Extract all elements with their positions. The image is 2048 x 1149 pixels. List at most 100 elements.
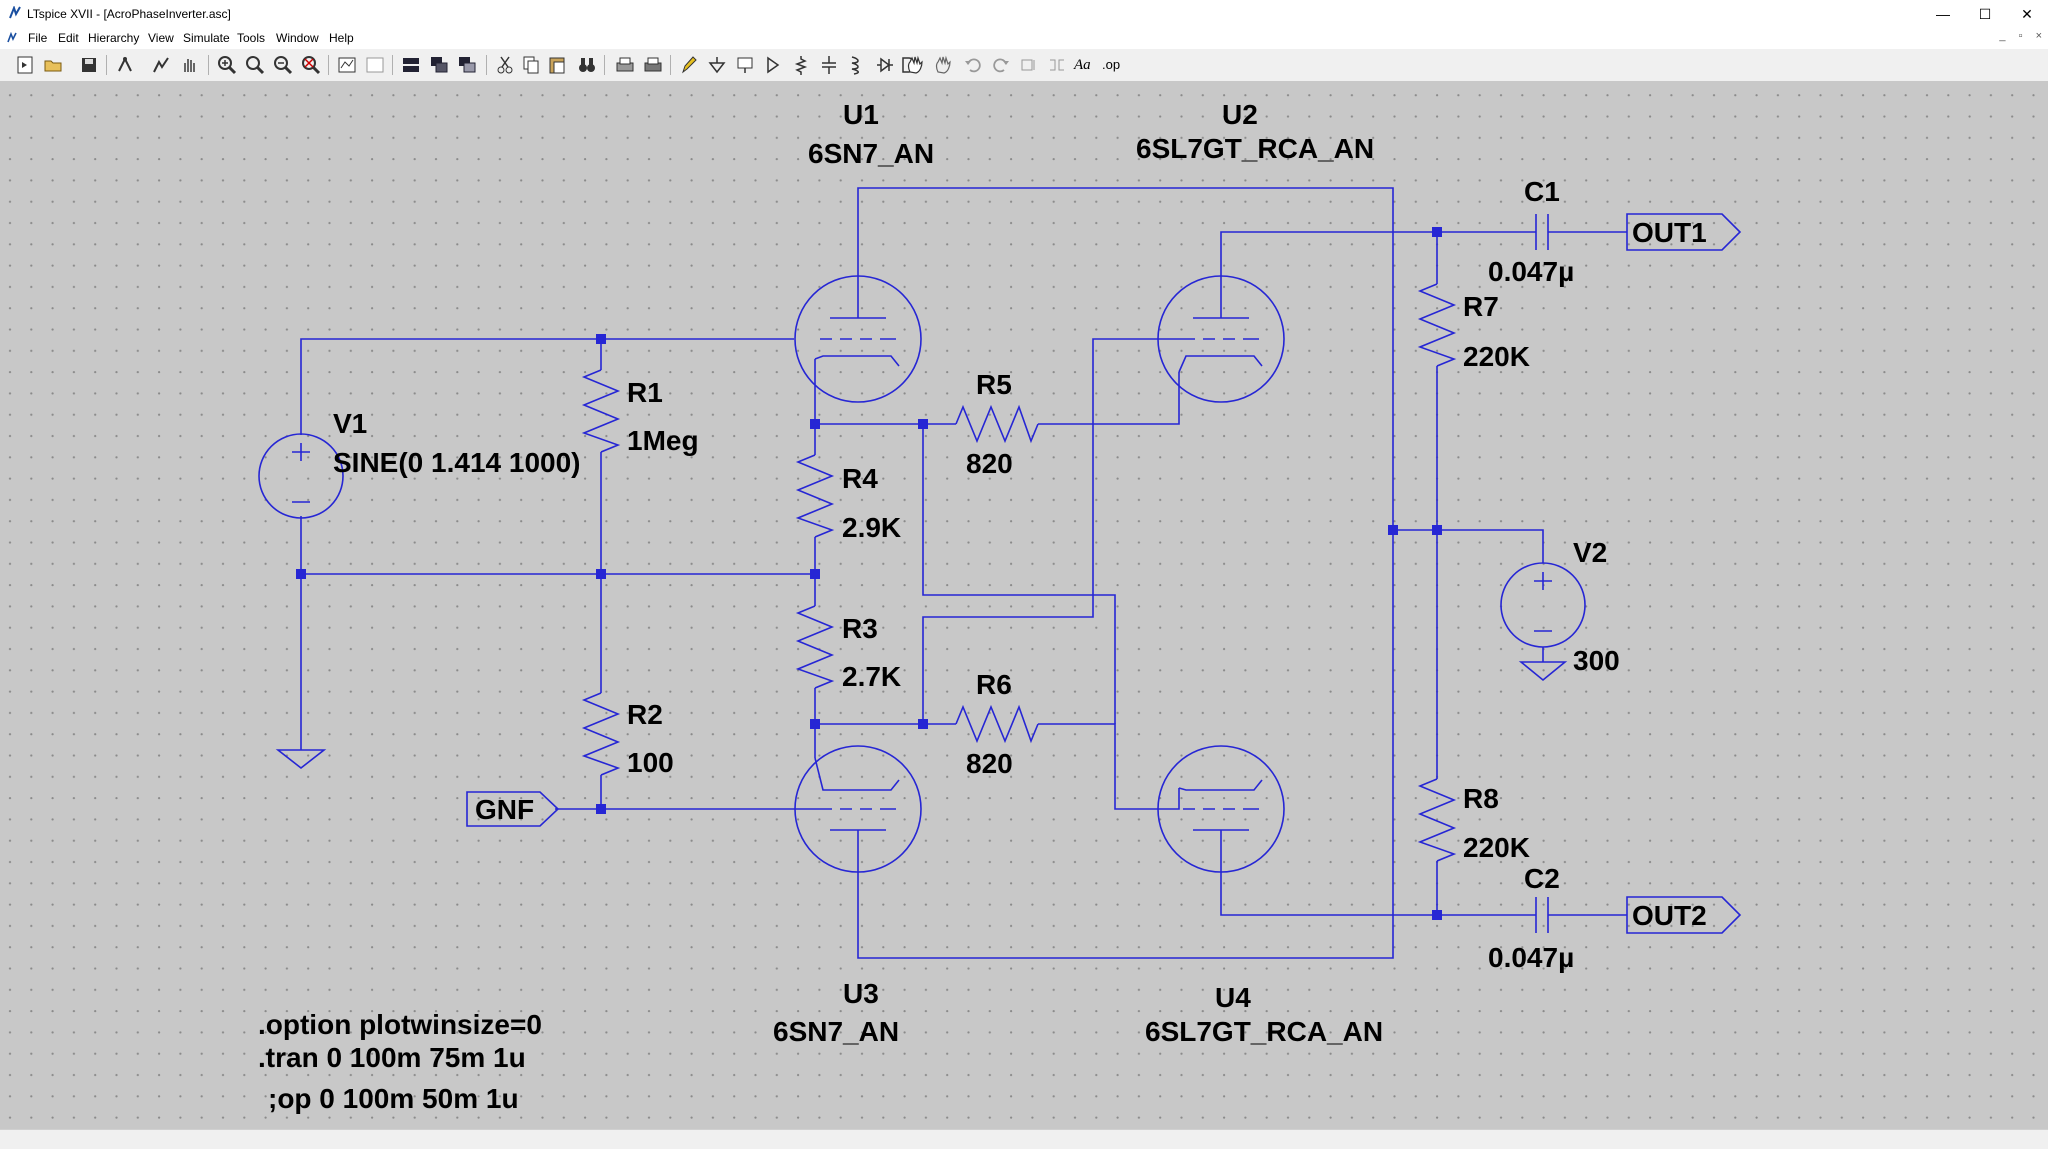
print-setup-icon[interactable]: [614, 54, 636, 76]
zoom-out-icon[interactable]: [272, 54, 294, 76]
u4-triode-symbol[interactable]: [1157, 745, 1285, 873]
u3-value-label: 6SN7_AN: [773, 1016, 899, 1047]
control-panel-icon[interactable]: [114, 54, 136, 76]
u4-ref-label: U4: [1215, 982, 1251, 1013]
junction-dot: [918, 419, 928, 429]
label-net-icon[interactable]: [734, 54, 756, 76]
title-bar: LTspice XVII - [AcroPhaseInverter.asc] —…: [0, 0, 2048, 29]
inductor-icon[interactable]: [846, 54, 868, 76]
u1-triode-symbol[interactable]: [794, 275, 922, 403]
maximize-button[interactable]: ☐: [1978, 6, 1992, 22]
r4-resistor-symbol[interactable]: [795, 454, 835, 538]
r1-resistor-symbol[interactable]: [581, 369, 621, 453]
junction-dot: [918, 719, 928, 729]
menu-edit[interactable]: Edit: [58, 31, 79, 45]
directive-tran[interactable]: .tran 0 100m 75m 1u: [258, 1042, 526, 1073]
u1-value-label: 6SN7_AN: [808, 138, 934, 169]
diode-icon[interactable]: [874, 54, 896, 76]
r8-resistor-symbol[interactable]: [1417, 778, 1457, 862]
r6-value-label: 820: [966, 748, 1013, 779]
r2-resistor-symbol[interactable]: [581, 692, 621, 776]
drag-hand-icon[interactable]: [932, 54, 954, 76]
menu-file[interactable]: File: [28, 31, 48, 45]
v1-ground-icon[interactable]: [275, 749, 327, 770]
schematic-canvas[interactable]: U1 6SN7_AN U2 6SL7GT_RCA_AN U3 6SN7_AN U…: [0, 81, 2048, 1129]
u2-value-label: 6SL7GT_RCA_AN: [1136, 133, 1374, 164]
halt-hand-icon[interactable]: [178, 54, 200, 76]
copy-icon[interactable]: [520, 54, 542, 76]
u4-value-label: 6SL7GT_RCA_AN: [1145, 1016, 1383, 1047]
r4-ref-label: R4: [842, 463, 878, 494]
c2-capacitor-symbol[interactable]: [1535, 897, 1549, 933]
new-schematic-icon[interactable]: [14, 54, 36, 76]
out1-port-flag[interactable]: [1626, 213, 1742, 251]
out1-net-label: OUT1: [1632, 217, 1707, 248]
draw-wire-pencil-icon[interactable]: [678, 54, 700, 76]
r5-resistor-symbol[interactable]: [955, 404, 1039, 444]
document-icon[interactable]: [6, 32, 18, 44]
gnf-port-flag[interactable]: [466, 791, 560, 827]
minimize-button[interactable]: —: [1936, 6, 1950, 22]
resistor-icon[interactable]: [790, 54, 812, 76]
mdi-close-button[interactable]: ×: [2035, 30, 2042, 42]
v2-ref-label: V2: [1573, 537, 1607, 568]
u2-ref-label: U2: [1222, 99, 1258, 130]
junction-dot: [810, 569, 820, 579]
redo-icon[interactable]: [990, 54, 1012, 76]
window-title: LTspice XVII - [AcroPhaseInverter.asc]: [27, 7, 231, 21]
menu-window[interactable]: Window: [276, 31, 319, 45]
window-list-icon[interactable]: [456, 54, 478, 76]
ground-icon[interactable]: [706, 54, 728, 76]
undo-icon[interactable]: [962, 54, 984, 76]
save-icon[interactable]: [78, 54, 100, 76]
v2-voltage-source-symbol[interactable]: [1500, 562, 1586, 682]
capacitor-icon[interactable]: [818, 54, 840, 76]
menu-tools[interactable]: Tools: [237, 31, 266, 45]
r7-resistor-symbol[interactable]: [1417, 283, 1457, 367]
menu-simulate[interactable]: Simulate: [183, 31, 230, 45]
menu-help[interactable]: Help: [329, 31, 354, 45]
text-tool-label[interactable]: Aa: [1074, 57, 1091, 73]
mirror-icon[interactable]: [1046, 54, 1068, 76]
menu-view[interactable]: View: [148, 31, 174, 45]
tile-horizontal-icon[interactable]: [400, 54, 422, 76]
u2-triode-symbol[interactable]: [1157, 275, 1285, 403]
menu-hierarchy[interactable]: Hierarchy: [88, 31, 140, 45]
junction-dot: [810, 419, 820, 429]
c1-capacitor-symbol[interactable]: [1535, 214, 1549, 250]
cascade-icon[interactable]: [428, 54, 450, 76]
r8-value-label: 220K: [1463, 832, 1530, 863]
component-icon[interactable]: [762, 54, 784, 76]
directive-option[interactable]: .option plotwinsize=0: [258, 1009, 542, 1040]
mdi-controls: _ ▫ ×: [1989, 30, 2042, 42]
cut-icon[interactable]: [494, 54, 516, 76]
out2-port-flag[interactable]: [1626, 896, 1742, 934]
r3-resistor-symbol[interactable]: [795, 605, 835, 689]
close-button[interactable]: ✕: [2021, 6, 2033, 22]
wire-v2: [1393, 529, 1544, 563]
cancel-zoom-icon[interactable]: [364, 54, 386, 76]
r1-value-label: 1Meg: [627, 425, 699, 456]
wire-input: [300, 338, 794, 435]
open-folder-icon[interactable]: [42, 54, 64, 76]
r3-ref-label: R3: [842, 613, 878, 644]
zoom-fit-icon[interactable]: [300, 54, 322, 76]
print-icon[interactable]: [642, 54, 664, 76]
spice-directive-label[interactable]: .op: [1102, 57, 1121, 72]
rotate-icon[interactable]: [1018, 54, 1040, 76]
r5-value-label: 820: [966, 448, 1013, 479]
paste-icon[interactable]: [546, 54, 568, 76]
zoom-in-icon[interactable]: [216, 54, 238, 76]
find-binoculars-icon[interactable]: [576, 54, 598, 76]
r6-resistor-symbol[interactable]: [955, 704, 1039, 744]
u3-triode-symbol[interactable]: [794, 745, 922, 873]
mdi-minimize-button[interactable]: _: [1999, 30, 2006, 42]
pan-icon[interactable]: [244, 54, 266, 76]
directive-op-comment[interactable]: ;op 0 100m 50m 1u: [268, 1083, 519, 1114]
move-hand-icon[interactable]: [904, 54, 926, 76]
mdi-restore-button[interactable]: ▫: [2018, 30, 2023, 42]
autorange-icon[interactable]: [336, 54, 358, 76]
run-icon[interactable]: [150, 54, 172, 76]
v1-voltage-source-symbol[interactable]: [258, 433, 344, 519]
junction-dot: [596, 569, 606, 579]
